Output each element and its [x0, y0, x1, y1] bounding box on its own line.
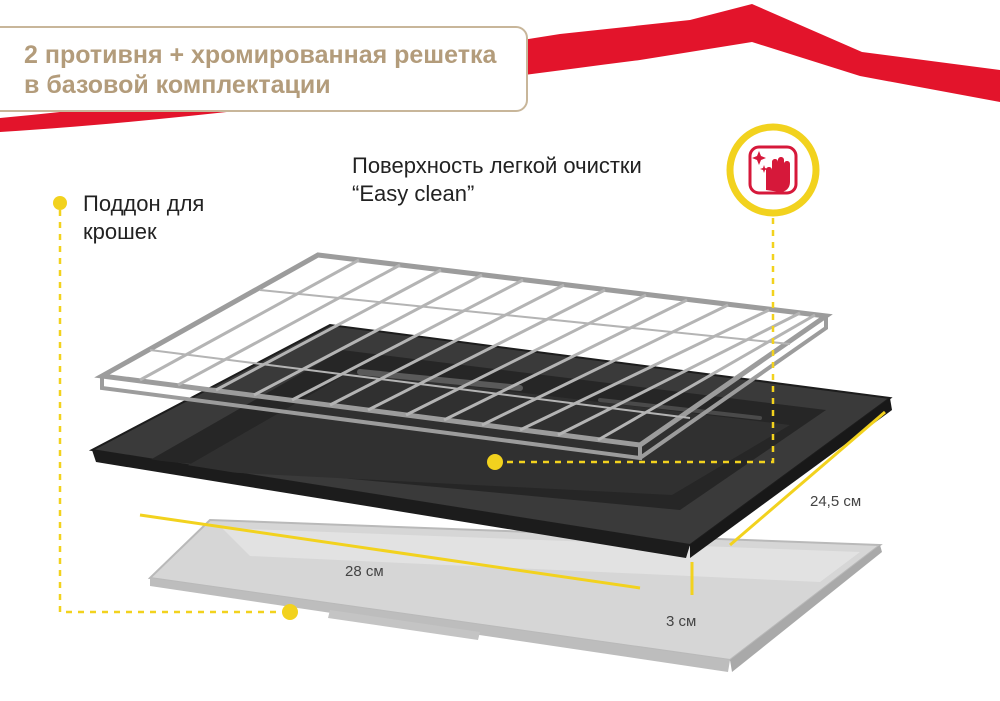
easy-clean-label-line-2: “Easy clean”: [352, 181, 475, 206]
title-line-2: в базовой комплектации: [24, 71, 331, 99]
easy-clean-marker-dot: [487, 454, 503, 470]
baking-tray: [88, 323, 893, 558]
crumb-tray-leader-line: [58, 210, 290, 614]
cleaning-glove-icon: [726, 123, 820, 217]
easy-clean-label: Поверхность легкой очистки “Easy clean”: [352, 152, 642, 208]
easy-clean-leader-line: [495, 218, 775, 464]
depth-dimension-line: [729, 410, 886, 547]
feature-title-box: 2 противня + хромированная решетка в баз…: [0, 26, 528, 112]
depth-dimension-label: 24,5 см: [810, 493, 862, 510]
title-line-1: 2 противня + хромированная решетка: [24, 41, 497, 69]
width-dimension-line: [139, 513, 641, 590]
crumb-tray-label-dot: [53, 196, 67, 210]
crumb-tray-marker-dot: [282, 604, 298, 620]
chrome-wire-rack: [94, 252, 833, 461]
height-dimension-label: 3 см: [666, 613, 697, 630]
easy-clean-label-line-1: Поверхность легкой очистки: [352, 153, 642, 178]
crumb-tray: [147, 518, 883, 672]
crumb-tray-label: Поддон для крошек: [83, 190, 204, 246]
width-dimension-label: 28 см: [345, 563, 384, 580]
crumb-tray-label-line-2: крошек: [83, 219, 157, 244]
crumb-tray-label-line-1: Поддон для: [83, 191, 205, 216]
